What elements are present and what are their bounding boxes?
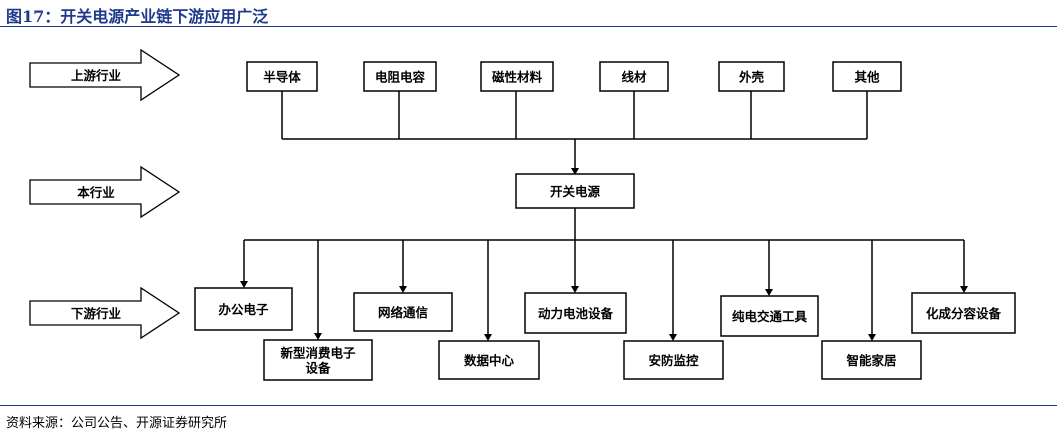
upstream-node: 外壳	[718, 61, 785, 92]
downstream-node-label: 网络通信	[378, 305, 429, 320]
downstream-node-label: 数据中心	[463, 353, 515, 368]
downstream-node: 纯电交通工具	[720, 295, 819, 337]
source-note: 资料来源：公司公告、开源证券研究所	[6, 416, 228, 431]
level-label-current: 本行业	[77, 185, 115, 200]
downstream-node-label: 动力电池设备	[538, 306, 614, 321]
upstream-node: 线材	[599, 61, 669, 92]
upstream-nodes: 半导体 电阻电容 磁性材料 线材 外壳 其他	[246, 61, 902, 92]
upstream-node-label: 线材	[621, 70, 647, 85]
level-label-downstream: 下游行业	[71, 306, 122, 321]
center-node-label: 开关电源	[550, 184, 601, 199]
level-arrow-upstream: 上游行业	[29, 48, 181, 102]
upstream-node: 磁性材料	[480, 61, 554, 92]
upstream-node-label: 磁性材料	[491, 70, 543, 85]
downstream-node-label: 纯电交通工具	[732, 309, 808, 324]
title-rule	[0, 26, 1057, 27]
upstream-node-label: 外壳	[738, 70, 765, 85]
downstream-node: 数据中心	[438, 340, 540, 380]
downstream-node-label: 设备	[305, 361, 331, 376]
upstream-node-label: 其他	[854, 70, 880, 85]
downstream-node-label: 智能家居	[845, 353, 896, 368]
upstream-node: 半导体	[246, 61, 318, 92]
downstream-node: 动力电池设备	[524, 292, 627, 334]
downstream-node: 化成分容设备	[911, 292, 1016, 334]
downstream-node: 智能家居	[821, 340, 922, 380]
source-rule	[0, 405, 1057, 406]
upstream-node: 电阻电容	[363, 61, 437, 92]
downstream-node: 办公电子	[194, 287, 293, 331]
downstream-node-label: 化成分容设备	[926, 306, 1002, 321]
upstream-node-label: 电阻电容	[375, 70, 426, 85]
downstream-connectors	[240, 208, 968, 341]
level-arrow-downstream: 下游行业	[29, 286, 181, 340]
level-label-upstream: 上游行业	[71, 68, 122, 83]
downstream-node-label: 办公电子	[218, 302, 269, 317]
downstream-node: 安防监控	[623, 340, 724, 380]
downstream-node: 网络通信	[353, 292, 453, 332]
downstream-node-label: 安防监控	[648, 353, 699, 368]
upstream-connectors	[281, 91, 868, 175]
upstream-node-label: 半导体	[263, 70, 301, 85]
figure-title: 图17：开关电源产业链下游应用广泛	[6, 7, 269, 26]
level-arrow-current: 本行业	[29, 165, 181, 219]
center-node: 开关电源	[515, 173, 635, 209]
downstream-node-label: 新型消费电子	[280, 346, 356, 361]
upstream-node: 其他	[832, 61, 902, 92]
